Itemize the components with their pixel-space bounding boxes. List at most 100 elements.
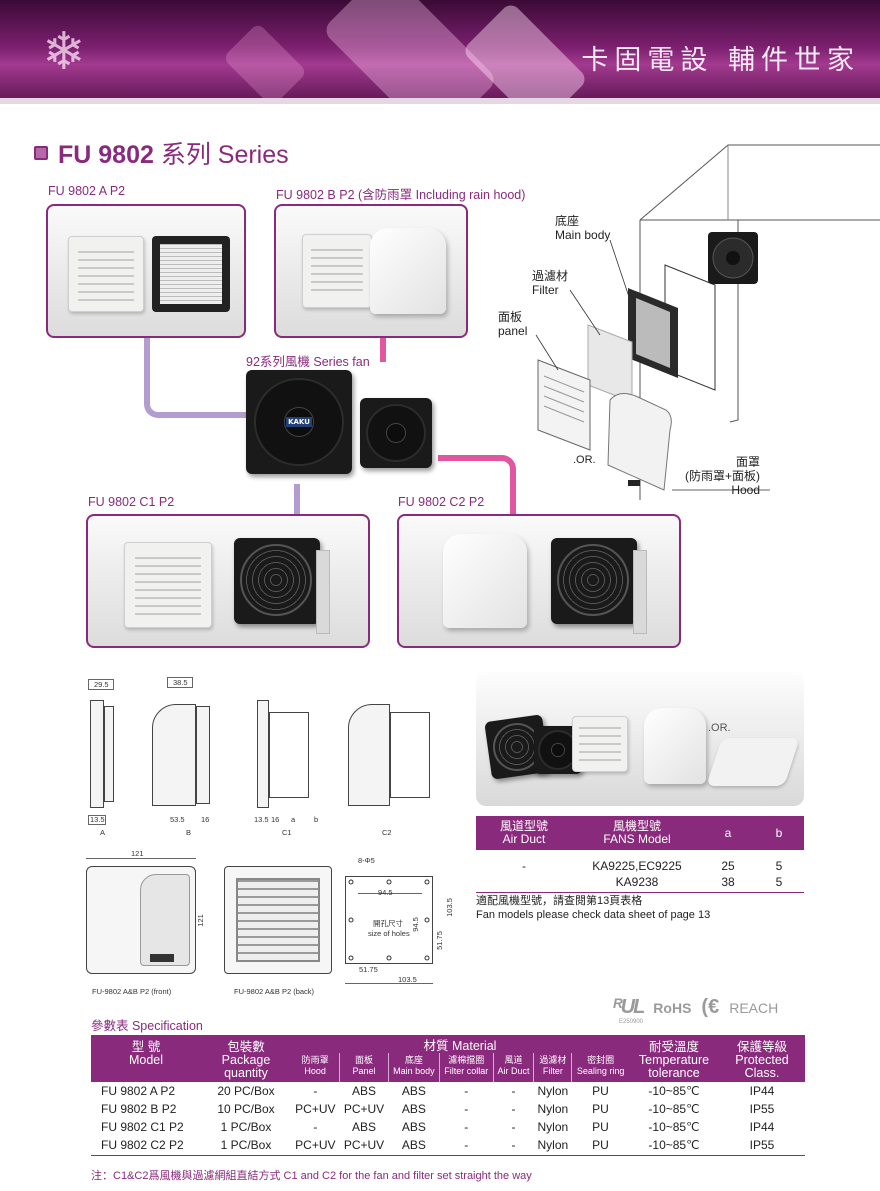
product-box-c2-p2 [397,514,681,648]
table-cell: ABS [352,1084,377,1098]
dimension-label: 51.75 [434,931,444,950]
dimension-label: 開孔尺寸 [373,919,403,928]
connector-line [144,338,259,418]
table-cell: Nylon [537,1102,569,1116]
table-cell: IP44 [749,1120,775,1134]
table-cell: - [464,1120,469,1134]
product-photo: .OR. [476,672,804,806]
reach-logo: REACH [729,999,779,1016]
dimension-label: b [314,815,319,824]
banner-decoration [222,22,308,104]
table-cell: ABS [401,1120,426,1134]
dimension-label: 94.5 [378,888,393,897]
exploded-view-diagram [535,144,880,500]
filter-frame-image [152,236,230,312]
product-label-b-p2: FU 9802 B P2 (含防雨罩 Including rain hood) [276,188,526,202]
dimension-label: 103.5 [398,975,417,984]
table-cell: -10~85℃ [648,1120,700,1134]
view-label: B [186,828,192,837]
table-cell: - [464,1102,469,1116]
dimension-label: 51.75 [359,965,378,974]
side-frame [316,550,330,634]
rohs-logo: RoHS [653,999,692,1016]
table-cell: -10~85℃ [648,1084,700,1098]
dimension-label: 53.5 [170,815,185,824]
table-cell: PC+UV [343,1102,385,1116]
fan-series-label: 92系列風機 Series fan [246,355,370,369]
table-cell: IP55 [719,1136,805,1156]
rain-hood-image [370,228,446,314]
spec-footnote: 注：C1&C2爲風機與過濾網組直結方式 C1 and C2 for the fa… [91,1170,532,1182]
product-box-a-p2 [46,204,246,338]
ul-logo: ᴿUL [612,996,645,1018]
table-cell: 1 PC/Box [220,1120,272,1134]
table-cell: - [313,1084,318,1098]
table-cell: PU [592,1084,609,1098]
table-cell: -10~85℃ [648,1102,700,1116]
spec-title: 參數表 Specification [91,1019,203,1033]
fan-image: KAKU [246,370,352,474]
table-cell: FU 9802 C2 P2 [91,1136,201,1156]
table-cell: IP55 [749,1102,775,1116]
side-frame [633,550,647,634]
banner-title: 卡固電設 輔件世家 [581,45,860,76]
view-label: C1 [282,828,292,837]
table-cell: ABS [388,1136,440,1156]
table-cell: -10~85℃ [629,1136,719,1156]
table-cell: IP44 [749,1084,775,1098]
table-cell: PC+UV [295,1102,336,1116]
dimension-label: 121 [131,849,144,858]
dimension-label: 13.5 [254,815,269,824]
fan-brand: KAKU [286,416,312,427]
table-cell: ABS [401,1102,426,1116]
filter-grille-image [68,236,144,312]
drawing-caption: FU-9802 A&B P2 (back) [234,987,315,996]
table-cell: PU [571,1136,629,1156]
filter-grille-image [124,542,212,628]
header-banner: ❄ 卡固電設 輔件世家 [0,0,880,104]
series-label: 系列 Series [153,141,289,169]
table-cell: 20 PC/Box [217,1084,275,1098]
duct-note: 適配風機型號，請查閱第13頁表格 Fan models please check… [476,895,711,921]
table-cell: PU [592,1120,609,1134]
table-cell: 10 PC/Box [217,1102,275,1116]
table-cell: FU 9802 B P2 [101,1102,177,1116]
table-cell: PC+UV [291,1136,340,1156]
product-box-b-p2 [274,204,468,338]
rain-hood-image [443,534,527,628]
dimension-label: 29.5 [94,680,109,689]
dimension-label: 16 [271,815,280,824]
series-model: FU 9802 [58,141,154,169]
ce-logo: (€ [701,996,720,1018]
hood-label: 面罩(防雨罩+面板)Hood [684,455,760,497]
dimension-label: 103.5 [444,898,454,917]
drawing-caption: FU-9802 A&B P2 (front) [92,987,172,996]
filter-grille-image [302,234,372,308]
table-cell: Nylon [537,1120,569,1134]
table-cell: ABS [352,1120,377,1134]
certification-logos: ᴿUL RoHS (€ REACH [612,996,778,1019]
table-cell: Nylon [533,1136,572,1156]
table-cell: PC+UV [339,1136,389,1156]
view-label: A [100,828,106,837]
dimension-label: 121 [195,914,205,927]
table-cell: - [464,1084,469,1098]
dimension-label: 13.5 [90,815,105,824]
ul-file-number: E250900 [619,1019,644,1025]
dimension-label: size of holes [368,929,410,938]
connector-line [294,484,300,516]
view-label: C2 [382,828,392,837]
dimension-label: 16 [201,815,210,824]
banner-stripe [0,98,880,104]
or-label: .OR. [573,454,596,466]
dimension-label: 8-Φ5 [358,856,375,865]
